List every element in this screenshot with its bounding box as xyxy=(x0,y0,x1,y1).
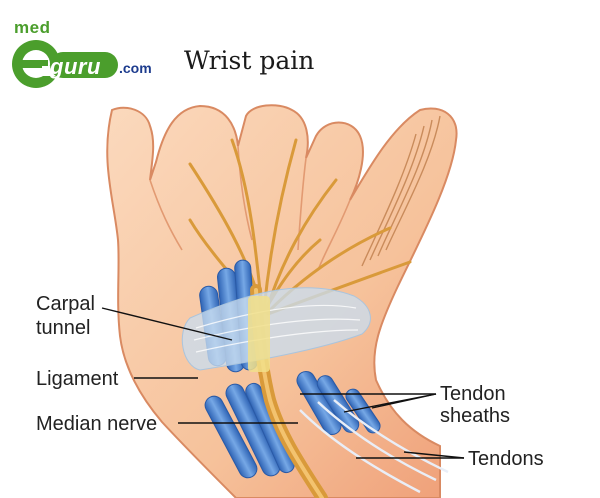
leader-lines xyxy=(101,307,465,459)
page-title: Wrist pain xyxy=(184,46,315,75)
label-tendon-sheaths-line1: Tendon xyxy=(440,383,506,405)
nerve-under-ligament xyxy=(248,296,270,372)
logo-brand: guru xyxy=(50,54,101,79)
logo-e-gap xyxy=(42,66,60,76)
forearm-tendons xyxy=(299,399,449,494)
transverse-carpal-ligament xyxy=(181,287,371,371)
label-tendon-sheaths-line2: sheaths xyxy=(440,405,510,427)
label-carpal-tunnel-line2: tunnel xyxy=(36,317,91,339)
label-carpal-tunnel-line1: Carpal xyxy=(36,293,95,315)
logo-mark xyxy=(12,40,118,88)
logo-pill xyxy=(50,52,118,78)
logo-prefix: med xyxy=(14,18,51,37)
label-ligament: Ligament xyxy=(36,368,119,390)
leader-tendon-sheaths-3 xyxy=(371,393,437,409)
thumb-tendons xyxy=(361,115,441,267)
leader-tendons-2 xyxy=(403,451,465,459)
label-tendons: Tendons xyxy=(468,448,544,470)
leader-carpal-tunnel xyxy=(101,307,233,341)
wrist-anatomy-illustration: Carpal tunnel Ligament Median nerve Tend… xyxy=(36,104,544,498)
logo-suffix: .com xyxy=(119,60,152,76)
logo-e-bar xyxy=(22,60,48,68)
medguru-logo: med guru .com xyxy=(6,10,166,94)
label-median-nerve: Median nerve xyxy=(36,413,157,435)
